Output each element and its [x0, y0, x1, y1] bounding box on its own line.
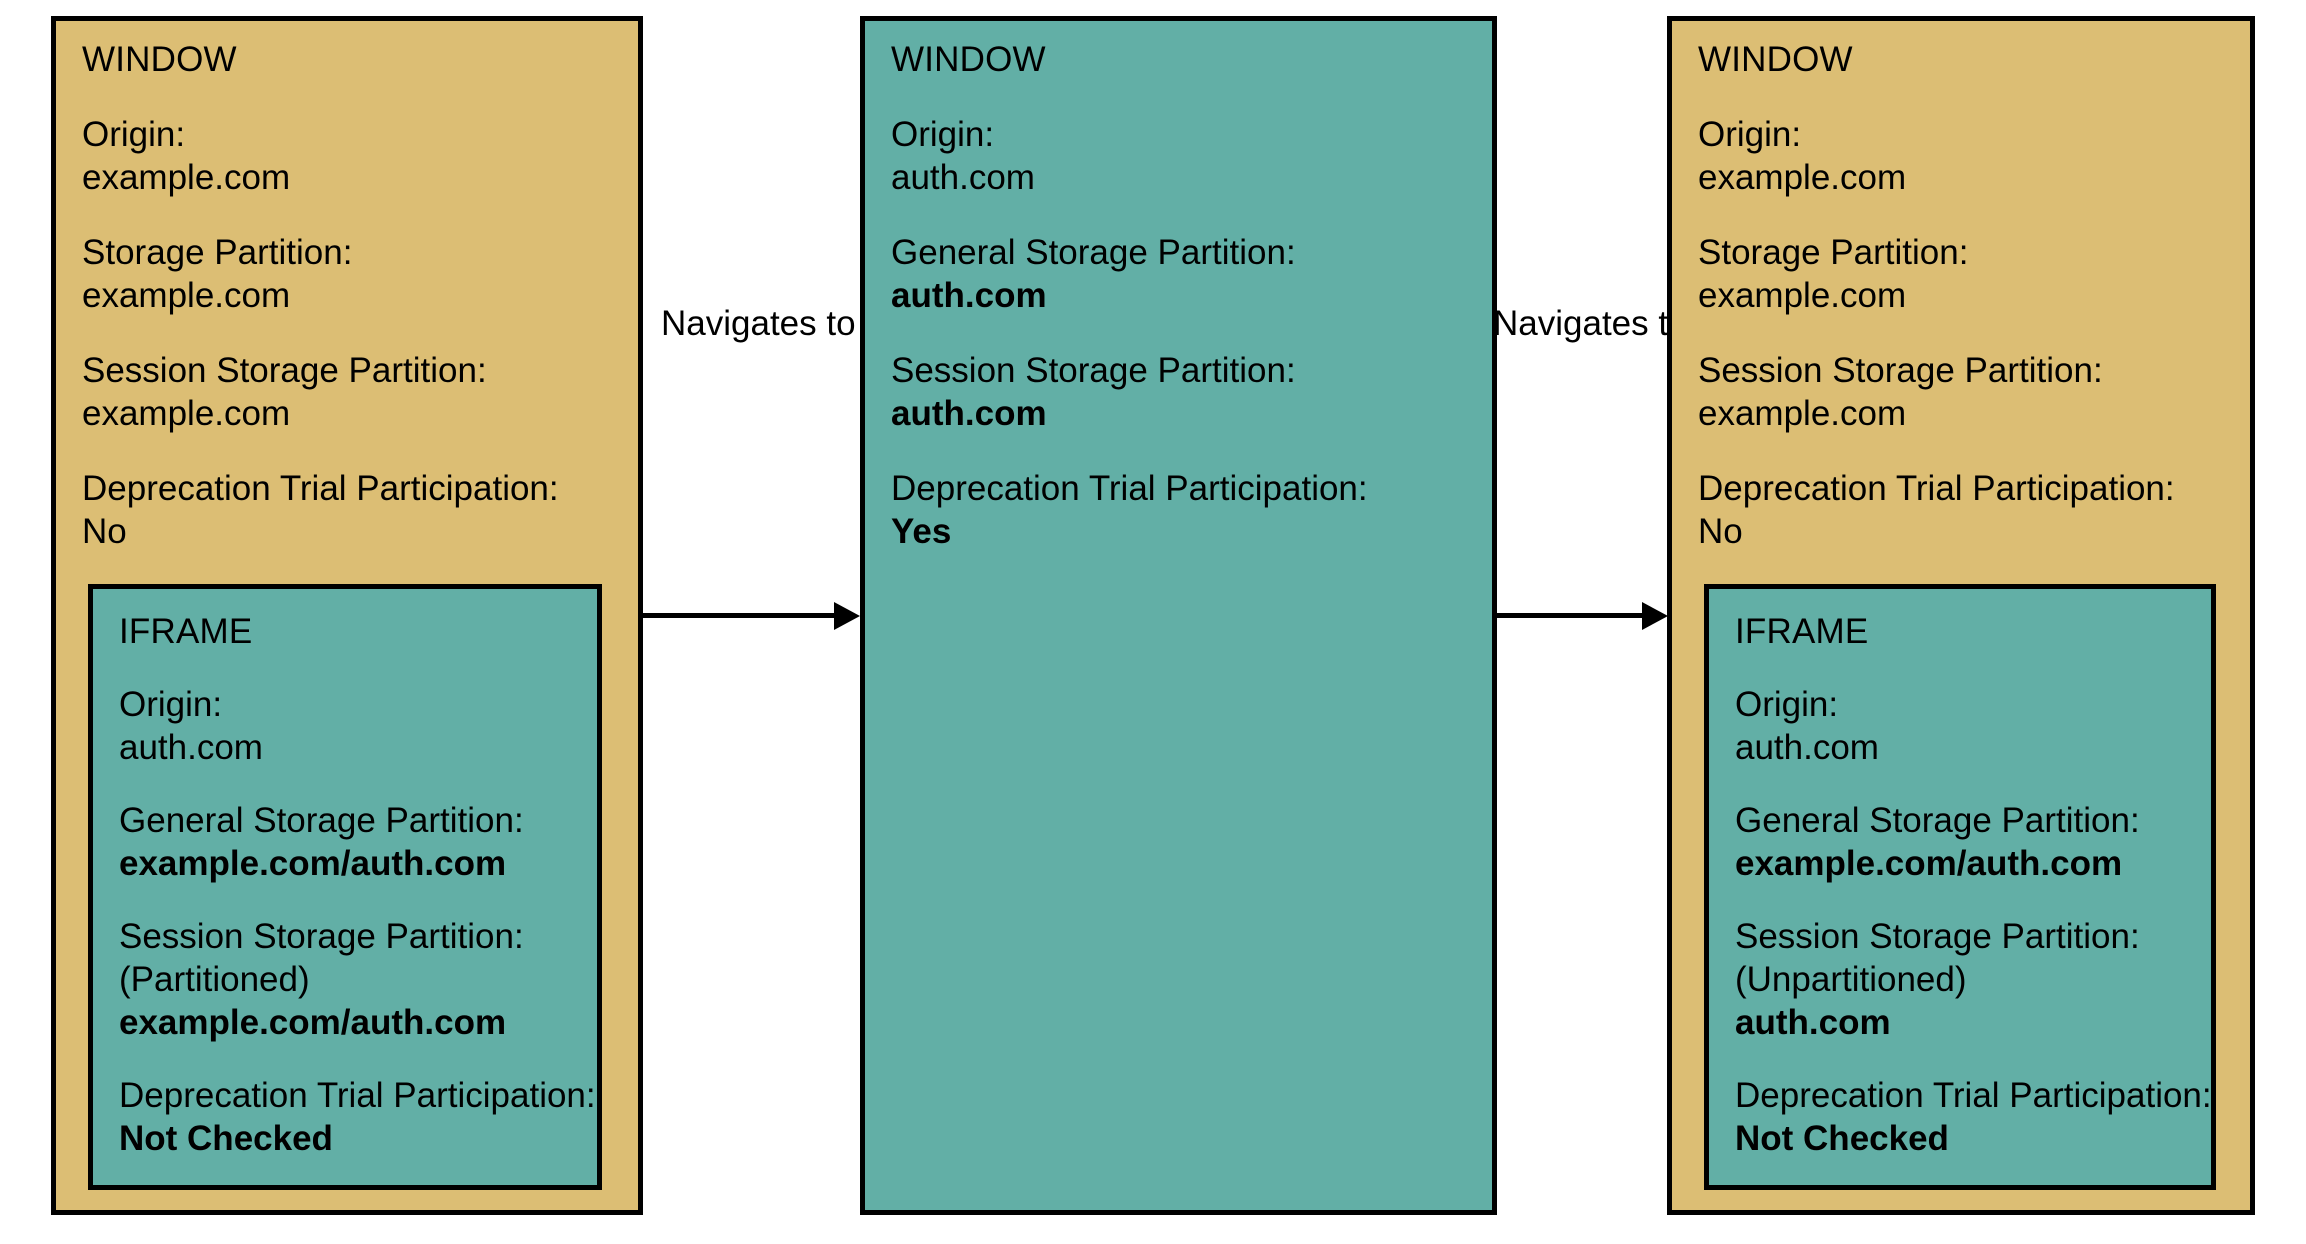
- field-label: Origin:: [891, 115, 995, 154]
- field-label: Deprecation Trial Participation:: [891, 469, 1368, 508]
- iframe-panel-3-field-origin: Origin: auth.com: [1735, 683, 2201, 769]
- iframe-panel-1-body: IFRAME Origin: auth.com General Storage …: [119, 611, 596, 1160]
- iframe-panel-1-field-general-storage-partition: General Storage Partition: example.com/a…: [119, 799, 587, 885]
- window-panel-2-heading: WINDOW: [891, 40, 1046, 79]
- field-value: Yes: [891, 512, 952, 551]
- iframe-panel-3-heading: IFRAME: [1735, 612, 1869, 651]
- window-panel-3-field-storage-partition: Storage Partition: example.com: [1698, 231, 2240, 317]
- window-panel-3-heading: WINDOW: [1698, 40, 1853, 79]
- field-value: example.com/auth.com: [119, 1003, 507, 1042]
- field-value: example.com: [82, 158, 291, 197]
- arrow-2: Navigates to: [1493, 304, 1688, 630]
- window-panel-1-field-session-storage-partition: Session Storage Partition: example.com: [82, 349, 628, 435]
- iframe-panel-3-field-general-storage-partition: General Storage Partition: example.com/a…: [1735, 799, 2201, 885]
- field-label: General Storage Partition:: [119, 801, 524, 840]
- window-panel-1-field-origin: Origin: example.com: [82, 113, 628, 199]
- field-value: auth.com: [891, 276, 1047, 315]
- field-label: Deprecation Trial Participation:: [119, 1076, 596, 1115]
- window-panel-3-body: WINDOW Origin: example.com Storage Parti…: [1698, 39, 2240, 553]
- window-panel-2-field-deprecation-trial: Deprecation Trial Participation: Yes: [891, 467, 1482, 553]
- field-label: Storage Partition:: [1698, 233, 1969, 272]
- field-value: No: [82, 512, 127, 551]
- window-panel-3-field-origin: Origin: example.com: [1698, 113, 2240, 199]
- field-label: Origin:: [82, 115, 186, 154]
- window-panel-1: WINDOW Origin: example.com Storage Parti…: [51, 16, 643, 1215]
- field-value: auth.com: [891, 394, 1047, 433]
- field-value: auth.com: [891, 158, 1035, 197]
- field-label: Deprecation Trial Participation:: [1735, 1076, 2212, 1115]
- field-label: Session Storage Partition:: [1735, 917, 2140, 956]
- arrow-2-line: [1497, 613, 1647, 618]
- window-panel-3-field-session-storage-partition: Session Storage Partition: example.com: [1698, 349, 2240, 435]
- window-panel-1-field-storage-partition: Storage Partition: example.com: [82, 231, 628, 317]
- field-sublabel: (Partitioned): [119, 960, 310, 999]
- iframe-panel-1: IFRAME Origin: auth.com General Storage …: [88, 584, 602, 1190]
- field-value: auth.com: [1735, 728, 1879, 767]
- window-panel-3: WINDOW Origin: example.com Storage Parti…: [1667, 16, 2255, 1215]
- arrow-2-head-icon: [1642, 602, 1668, 630]
- arrow-1-head-icon: [834, 602, 860, 630]
- iframe-panel-1-field-deprecation-trial: Deprecation Trial Participation: Not Che…: [119, 1074, 596, 1160]
- window-panel-2-field-session-storage-partition: Session Storage Partition: auth.com: [891, 349, 1482, 435]
- field-value: auth.com: [119, 728, 263, 767]
- iframe-panel-3-field-deprecation-trial: Deprecation Trial Participation: Not Che…: [1735, 1074, 2212, 1160]
- field-label: Storage Partition:: [82, 233, 353, 272]
- window-panel-3-field-deprecation-trial: Deprecation Trial Participation: No: [1698, 467, 2240, 553]
- field-value: example.com: [82, 394, 291, 433]
- field-label: Deprecation Trial Participation:: [82, 469, 559, 508]
- field-sublabel: (Unpartitioned): [1735, 960, 1967, 999]
- field-label: General Storage Partition:: [1735, 801, 2140, 840]
- field-value: auth.com: [1735, 1003, 1891, 1042]
- iframe-panel-1-heading: IFRAME: [119, 612, 253, 651]
- window-panel-2-body: WINDOW Origin: auth.com General Storage …: [891, 39, 1482, 553]
- field-value: example.com/auth.com: [1735, 844, 2123, 883]
- field-label: Session Storage Partition:: [891, 351, 1296, 390]
- field-label: Origin:: [1698, 115, 1802, 154]
- window-panel-1-field-deprecation-trial: Deprecation Trial Participation: No: [82, 467, 628, 553]
- window-panel-2: WINDOW Origin: auth.com General Storage …: [860, 16, 1497, 1215]
- window-panel-1-heading: WINDOW: [82, 40, 237, 79]
- field-label: Origin:: [1735, 685, 1839, 724]
- arrow-1-label: Navigates to: [661, 304, 856, 343]
- field-label: General Storage Partition:: [891, 233, 1296, 272]
- field-value: Not Checked: [119, 1119, 333, 1158]
- field-value: example.com: [1698, 158, 1907, 197]
- field-value: Not Checked: [1735, 1119, 1949, 1158]
- window-panel-1-body: WINDOW Origin: example.com Storage Parti…: [82, 39, 628, 553]
- window-panel-2-field-general-storage-partition: General Storage Partition: auth.com: [891, 231, 1482, 317]
- arrow-1-line: [643, 613, 839, 618]
- field-label: Origin:: [119, 685, 223, 724]
- field-value: example.com: [1698, 394, 1907, 433]
- iframe-panel-1-field-origin: Origin: auth.com: [119, 683, 587, 769]
- window-panel-2-field-origin: Origin: auth.com: [891, 113, 1482, 199]
- iframe-panel-3: IFRAME Origin: auth.com General Storage …: [1704, 584, 2216, 1190]
- arrow-1: Navigates to: [643, 304, 860, 630]
- field-value: example.com: [82, 276, 291, 315]
- arrow-2-label: Navigates to: [1493, 304, 1688, 343]
- field-value: example.com/auth.com: [119, 844, 507, 883]
- field-label: Session Storage Partition:: [82, 351, 487, 390]
- field-label: Deprecation Trial Participation:: [1698, 469, 2175, 508]
- iframe-panel-3-field-session-storage-partition: Session Storage Partition: (Unpartitione…: [1735, 915, 2201, 1044]
- iframe-panel-3-body: IFRAME Origin: auth.com General Storage …: [1735, 611, 2212, 1160]
- iframe-panel-1-field-session-storage-partition: Session Storage Partition: (Partitioned)…: [119, 915, 587, 1044]
- field-value: example.com: [1698, 276, 1907, 315]
- field-value: No: [1698, 512, 1743, 551]
- field-label: Session Storage Partition:: [119, 917, 524, 956]
- field-label: Session Storage Partition:: [1698, 351, 2103, 390]
